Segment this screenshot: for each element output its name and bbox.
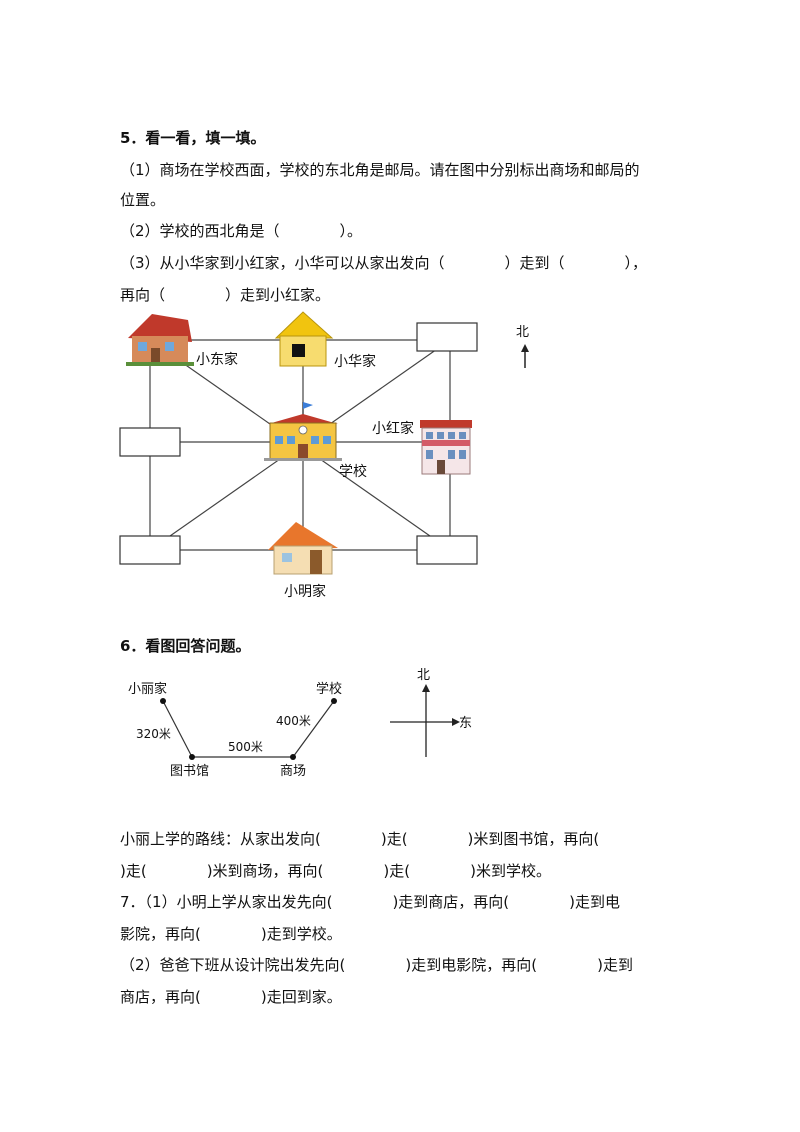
q7-line-4: 商店，再向( )走回到家。 bbox=[120, 988, 342, 1006]
label-xiaohua: 小华家 bbox=[334, 354, 376, 370]
label-distance-400: 400米 bbox=[276, 714, 311, 728]
q5-line-1: （1）商场在学校西面，学校的东北角是邮局。请在图中分别标出商场和邮局的 bbox=[120, 161, 640, 179]
q6-title: 6．看图回答问题。 bbox=[120, 637, 251, 655]
label-xiaoming: 小明家 bbox=[284, 584, 326, 600]
q5-line-5: 再向（ ）走到小红家。 bbox=[120, 286, 331, 304]
point-library bbox=[189, 754, 195, 760]
q5-line-2: 位置。 bbox=[120, 191, 166, 209]
label-distance-500: 500米 bbox=[228, 740, 263, 754]
label-distance-320: 320米 bbox=[136, 727, 171, 741]
school-icon bbox=[264, 402, 342, 461]
house-icon-xiaohua bbox=[274, 311, 334, 367]
q6-line-2: )走( )米到商场，再向( )走( )米到学校。 bbox=[120, 862, 551, 880]
q6-line-1: 小丽上学的路线：从家出发向( )走( )米到图书馆，再向( bbox=[120, 830, 600, 848]
north-arrowhead-icon bbox=[521, 344, 529, 352]
q7-line-3: （2）爸爸下班从设计院出发先向( )走到电影院，再向( )走到 bbox=[120, 956, 633, 974]
q5-line-4: （3）从小华家到小红家，小华可以从家出发向（ ）走到（ ）， bbox=[120, 254, 648, 272]
building-icon-xiaohong bbox=[420, 420, 472, 475]
q5-line-3: （2）学校的西北角是（ ）。 bbox=[120, 222, 363, 240]
box-northeast[interactable] bbox=[416, 322, 478, 352]
point-mall bbox=[290, 754, 296, 760]
box-west[interactable] bbox=[119, 427, 181, 457]
box-southeast[interactable] bbox=[416, 535, 478, 565]
q7-line-2: 影院，再向( )走到学校。 bbox=[120, 925, 342, 943]
label-q6-school: 学校 bbox=[316, 682, 343, 697]
label-xiaodong: 小东家 bbox=[196, 352, 238, 368]
label-mall: 商场 bbox=[280, 764, 307, 779]
label-north: 北 bbox=[516, 325, 530, 340]
label-xiaoli: 小丽家 bbox=[128, 682, 168, 697]
label-compass-north: 北 bbox=[417, 668, 431, 683]
label-xiaohong: 小红家 bbox=[372, 421, 414, 437]
q6-route-diagram bbox=[160, 684, 460, 760]
point-school bbox=[331, 698, 337, 704]
house-icon-xiaoming bbox=[268, 522, 338, 575]
label-library: 图书馆 bbox=[170, 764, 210, 779]
point-xiaoli bbox=[160, 698, 166, 704]
route-lines bbox=[162, 700, 335, 758]
label-compass-east: 东 bbox=[459, 716, 473, 731]
q5-map-diagram bbox=[119, 311, 529, 575]
q7-line-1: 7．（1）小明上学从家出发先向( )走到商店，再向( )走到电 bbox=[120, 893, 620, 911]
label-school: 学校 bbox=[339, 464, 367, 480]
box-southwest[interactable] bbox=[119, 535, 181, 565]
house-icon-xiaodong bbox=[126, 314, 194, 366]
compass-north-arrow-icon bbox=[422, 684, 430, 692]
q5-title: 5．看一看，填一填。 bbox=[120, 129, 266, 147]
compass-east-arrow-icon bbox=[452, 718, 460, 726]
